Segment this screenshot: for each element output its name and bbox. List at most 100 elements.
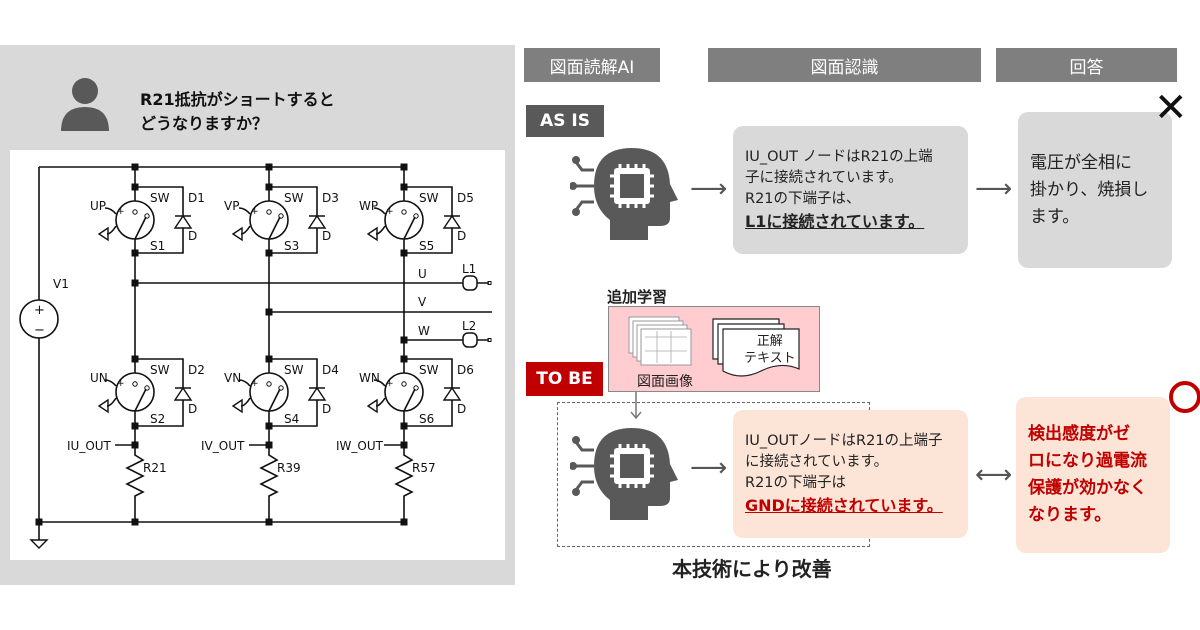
junction: [265, 308, 273, 316]
diode-icon: [173, 386, 193, 401]
switch-contact: [132, 381, 138, 387]
diode-icon: [307, 214, 327, 229]
header-answer: 回答: [996, 48, 1177, 82]
resistor-label: R21: [143, 461, 167, 475]
switch-contact: [401, 381, 407, 387]
junction: [400, 183, 408, 191]
to-be-answer-box: 検出感度がゼ ロになり過電流 保護が効かなく なります。: [1016, 397, 1170, 553]
switch-contact: [413, 385, 419, 391]
gate-label: VP: [224, 199, 239, 213]
ai-head-icon: [570, 428, 678, 520]
text-line: 検出感度がゼ: [1028, 424, 1130, 444]
terminal: [487, 338, 492, 342]
as-is-answer-box: 電圧が全相に 掛かり、焼損し ます。: [1018, 112, 1172, 268]
switch-type-label: SW: [284, 191, 304, 205]
text-line: テキスト: [744, 351, 796, 366]
text-line: 正解: [756, 334, 783, 349]
to-be-badge: TO BE: [526, 362, 603, 396]
switch-type-label: SW: [419, 191, 439, 205]
switch-contact: [266, 209, 272, 215]
current-node-label: IV_OUT: [201, 439, 245, 453]
switch-type-label: SW: [284, 363, 304, 377]
control-ground-icon: [366, 226, 378, 242]
gate-plus: +: [386, 379, 394, 389]
gate-label: WP: [359, 199, 378, 213]
diode-label: D6: [457, 363, 474, 377]
diode-label: D1: [188, 191, 205, 205]
diode-label: D4: [322, 363, 339, 377]
inductor-label: L2: [462, 319, 476, 333]
text-line: ロになり過電流: [1028, 451, 1147, 471]
answer-text-label: 正解 テキスト: [744, 333, 796, 367]
text-line: IU_OUTノードはR21の上端子: [745, 432, 943, 449]
to-be-recognition-box: IU_OUTノードはR21の上端子 に接続されています。 R21の下端子は GN…: [733, 410, 968, 538]
junction: [265, 518, 273, 526]
as-is-badge: AS IS: [526, 105, 604, 137]
text-line: 電圧が全相に: [1030, 152, 1132, 173]
header-recognition: 図面認識: [708, 48, 981, 82]
recognition-correct: GNDに接続されています。: [745, 495, 943, 515]
wire: [268, 388, 281, 412]
inductor-icon: [462, 332, 478, 348]
minus-sign: −: [34, 323, 45, 338]
junction: [131, 518, 139, 526]
text-line: に接続されています。: [745, 453, 889, 470]
gate-plus: +: [386, 207, 394, 217]
switch-label: S2: [150, 412, 165, 426]
terminal: [487, 281, 492, 285]
switch-label: S5: [419, 239, 434, 253]
switch-label: S4: [284, 412, 299, 426]
recognition-error: L1に接続されています。: [745, 211, 925, 231]
phase-label: W: [418, 324, 430, 338]
junction: [265, 163, 273, 171]
correct-mark-icon: [1169, 381, 1200, 413]
switch-label: S3: [284, 239, 299, 253]
text-line: R21の下端子は、: [745, 190, 861, 207]
diode-label: D5: [457, 191, 474, 205]
inductor-label: L1: [462, 262, 476, 276]
wrong-mark-icon: ✕: [1154, 85, 1188, 131]
down-arrow-icon: [630, 392, 642, 420]
control-ground-icon: [366, 398, 378, 414]
switch-type-label: SW: [150, 363, 170, 377]
gate-plus: +: [251, 379, 259, 389]
arrow-icon: ⟶: [975, 174, 1013, 204]
text-line: R21の下端子は: [745, 474, 847, 491]
switch-contact: [278, 213, 284, 219]
current-node-label: IW_OUT: [336, 439, 384, 453]
text-line: 掛かり、焼損し: [1030, 179, 1149, 200]
caption: 本技術により改善: [672, 557, 832, 581]
arrow-icon: ⟶: [690, 453, 728, 483]
source-label: V1: [53, 277, 69, 291]
diode-pin-label: D: [188, 402, 197, 416]
wire: [38, 166, 404, 540]
resistor-label: R39: [277, 461, 301, 475]
training-box: 図面画像 正解 テキスト: [608, 306, 820, 392]
phase-label: U: [418, 267, 427, 281]
diode-icon: [442, 214, 462, 229]
junction: [35, 518, 43, 526]
as-is-recognition-box: IU_OUT ノードはR21の上端 子に接続されています。 R21の下端子は、 …: [733, 126, 968, 254]
answer-text-docs-icon: [712, 318, 800, 377]
arrow-icon: ⟷: [975, 460, 1013, 490]
switch-label: S1: [150, 239, 165, 253]
diode-pin-label: D: [457, 229, 466, 243]
text-line: 子に接続されています。: [745, 169, 903, 186]
wire: [403, 216, 416, 240]
gate-label: WN: [359, 371, 380, 385]
resistor-label: R57: [412, 461, 436, 475]
ground-icon: [29, 539, 49, 549]
wire: [238, 207, 251, 235]
switch-type-label: SW: [150, 191, 170, 205]
switch-label: S6: [419, 412, 434, 426]
junction: [400, 518, 408, 526]
diode-icon: [173, 214, 193, 229]
wire: [134, 216, 147, 240]
junction: [131, 279, 139, 287]
switch-contact: [401, 209, 407, 215]
text-line: IU_OUT ノードはR21の上端: [745, 148, 933, 165]
wire: [403, 388, 416, 412]
diode-pin-label: D: [188, 229, 197, 243]
diode-label: D2: [188, 363, 205, 377]
switch-contact: [413, 213, 419, 219]
